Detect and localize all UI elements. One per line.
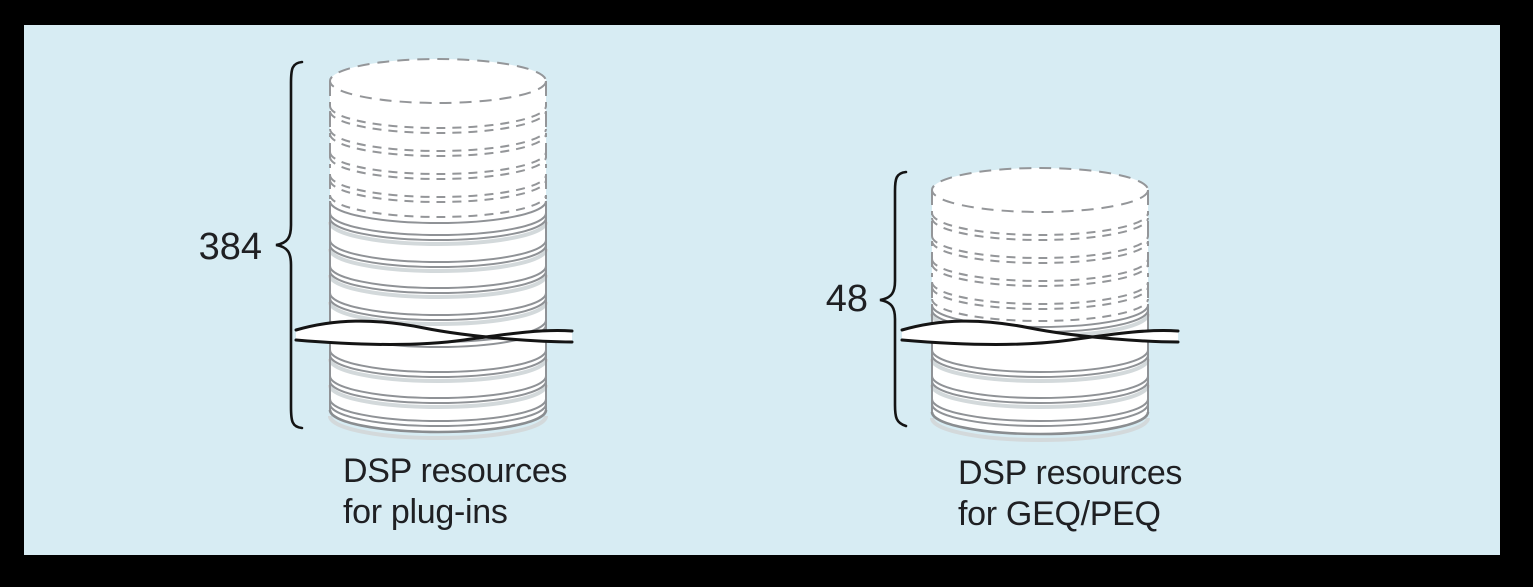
geq-caption: DSP resources for GEQ/PEQ: [958, 453, 1182, 535]
bottom-rim: [930, 411, 1150, 436]
plugins-caption-line1: DSP resources: [343, 452, 568, 490]
top-ellipse-dashed: [329, 58, 547, 104]
cylinder-body: [932, 168, 1148, 434]
brace-plugins: [275, 60, 304, 430]
plugins-count-label: 384: [198, 226, 262, 268]
geq-count-label: 48: [825, 278, 868, 320]
top-ellipse-dashed: [931, 167, 1149, 213]
plugins-caption: DSP resources for plug-ins: [343, 451, 567, 533]
break-squiggle: [294, 319, 574, 347]
geq-caption-line1: DSP resources: [958, 454, 1183, 492]
bottom-rim: [328, 409, 548, 434]
brace-geq: [879, 170, 908, 428]
disc-stack-geq: [900, 167, 1180, 442]
plugins-caption-line2: for plug-ins: [343, 493, 508, 531]
diagram-panel: 384 48 DSP resources for plug-ins DSP re…: [24, 25, 1500, 555]
dsp-resources-diagram: [275, 58, 1180, 442]
geq-caption-line2: for GEQ/PEQ: [958, 495, 1161, 533]
disc-stack-plugins: [294, 58, 574, 440]
break-squiggle: [900, 319, 1180, 347]
